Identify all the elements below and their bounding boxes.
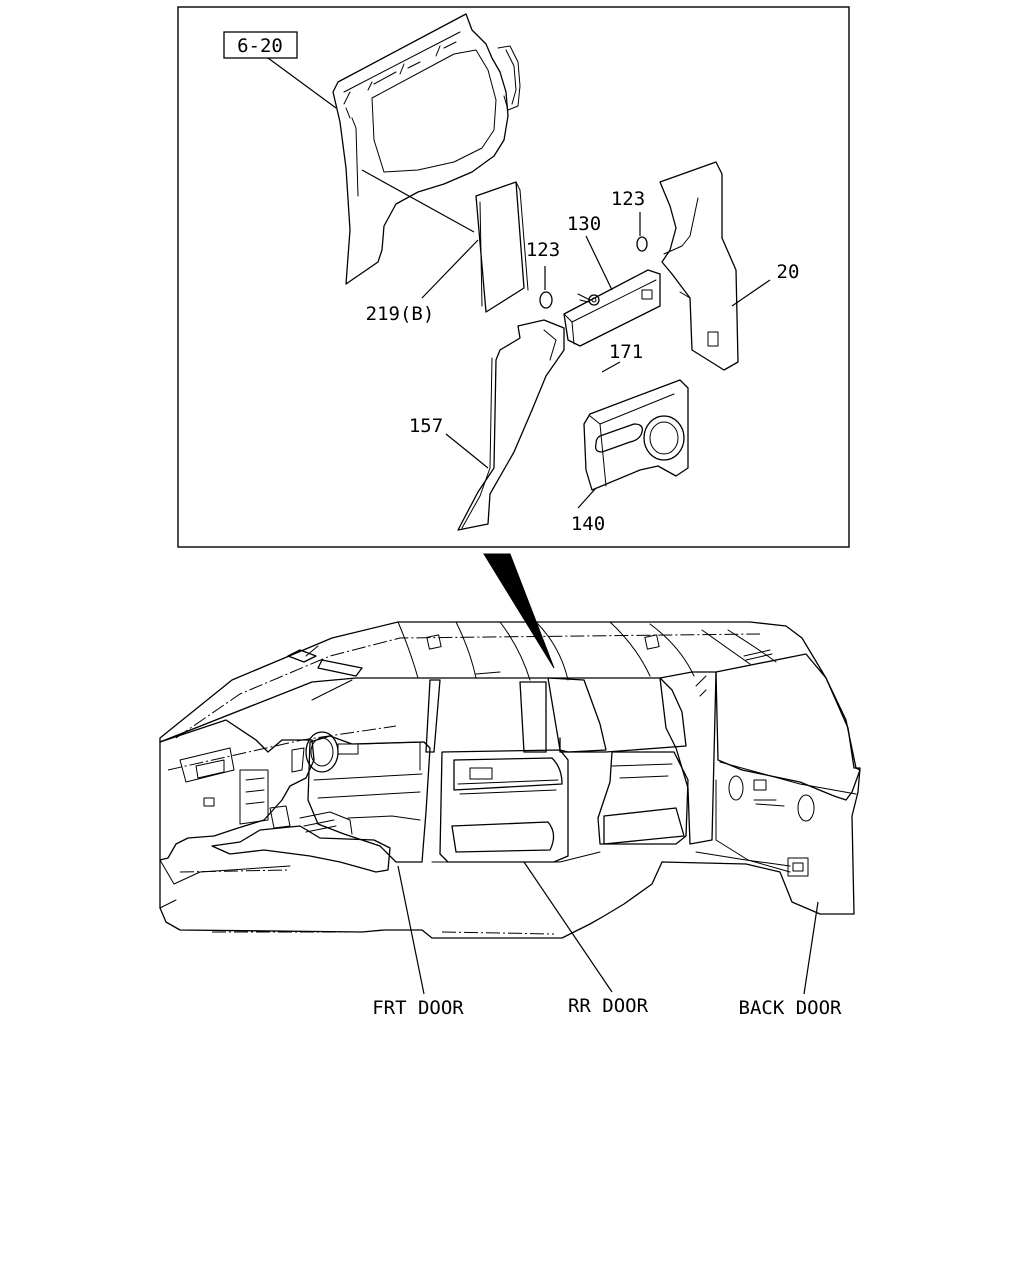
label-123-left: 123 [526,239,560,261]
label-157: 157 [409,415,443,437]
reference-box: 6-20 [223,31,337,109]
label-back-door: BACK DOOR [739,997,843,1019]
label-140: 140 [571,513,605,535]
label-rr-door: RR DOOR [568,995,649,1017]
label-20: 20 [777,261,800,283]
part-219b-strip [475,181,529,313]
clip-123-right [636,236,648,252]
detail-frame [177,6,850,548]
part-140-cover [583,379,689,491]
reference-label: 6-20 [237,35,283,57]
label-219b: 219(B) [366,303,435,325]
label-frt-door: FRT DOOR [372,997,464,1019]
label-171: 171 [609,341,643,363]
part-157-pillar [457,319,565,531]
part-130-trim [563,269,661,347]
label-123-right: 123 [611,188,645,210]
quarter-panel-part [332,13,521,285]
part-20-pillar [659,161,739,371]
vehicle-interior [159,621,861,939]
detail-pointer [483,553,555,669]
screw-171 [577,293,600,306]
clip-123-left [539,291,553,309]
label-130: 130 [567,213,601,235]
